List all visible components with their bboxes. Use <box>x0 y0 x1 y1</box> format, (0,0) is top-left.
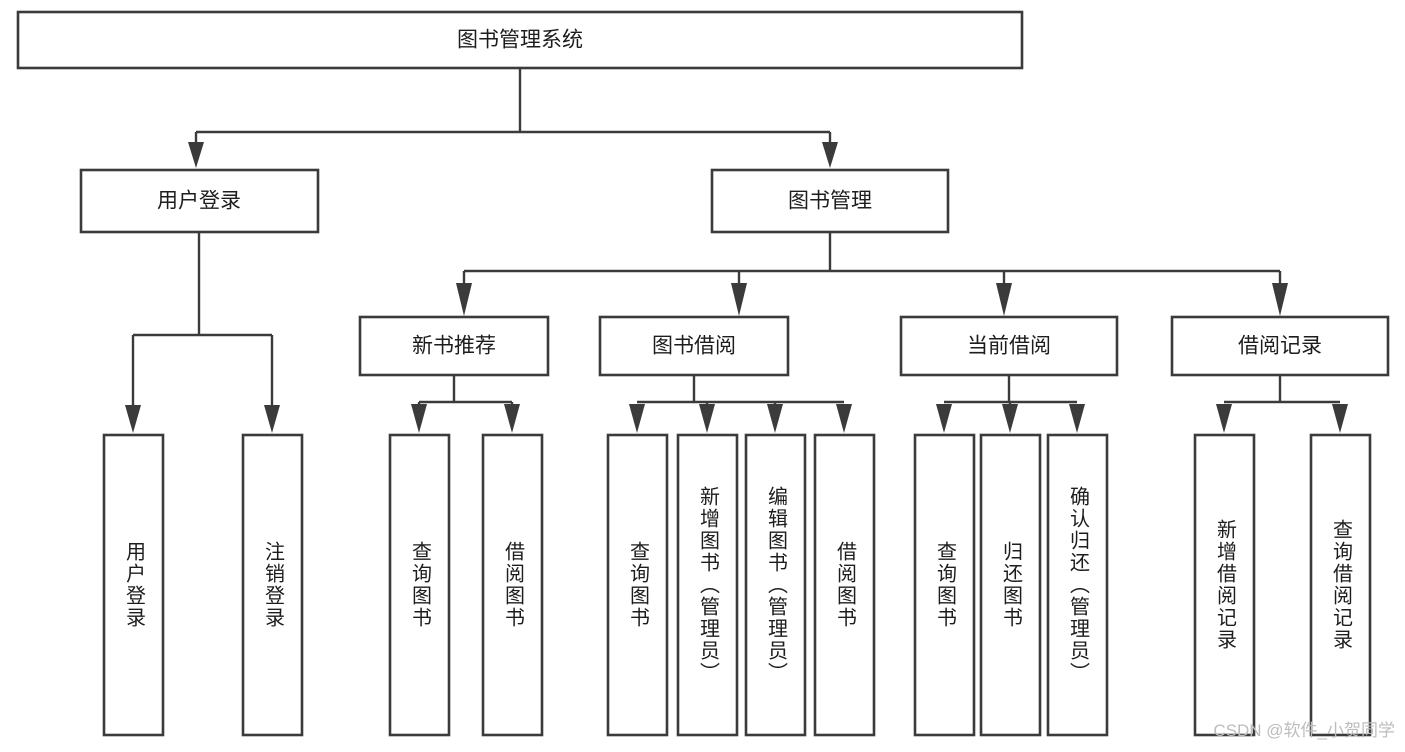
arrow-head-leaf-confirm-return <box>1069 404 1085 433</box>
arrow-head-book-borrow <box>731 283 747 316</box>
arrow-head-borrow-record <box>1272 283 1288 316</box>
node-new-book-recommend[interactable] <box>358 315 550 377</box>
leaf-label-query-book-2-wrap: 查询图书 <box>626 541 649 629</box>
leaf-label-user-login-wrap: 用户登录 <box>122 541 145 629</box>
arrow-head-user-login <box>188 142 204 168</box>
node-book-manage[interactable] <box>710 168 950 234</box>
csdn-watermark: CSDN @软件_小贺同学 <box>1213 721 1395 740</box>
arrow-head-leaf-add-book <box>699 404 715 433</box>
leaf-label-query-book-1: 查询图书 <box>408 541 431 629</box>
node-leaf-borrow-book-1[interactable] <box>481 433 544 737</box>
node-leaf-borrow-book-2[interactable] <box>813 433 876 737</box>
leaf-label-borrow-book-2-wrap: 借阅图书 <box>833 541 856 629</box>
node-leaf-query-book-1[interactable] <box>388 433 451 737</box>
node-leaf-return-book[interactable] <box>979 433 1042 737</box>
leaf-label-return-book: 归还图书 <box>999 541 1022 629</box>
leaf-label-confirm-return: 确认归还（管理员） <box>1066 486 1089 684</box>
leaf-label-borrow-book-2: 借阅图书 <box>833 541 856 629</box>
leaf-label-add-record: 新增借阅记录 <box>1213 519 1236 651</box>
arrow-head-leaf-query-book-3 <box>936 404 952 433</box>
leaf-label-query-record: 查询借阅记录 <box>1329 519 1352 651</box>
arrow-head-leaf-borrow-book-2 <box>836 404 852 433</box>
leaf-label-borrow-book-1: 借阅图书 <box>501 541 524 629</box>
arrow-head-book-manage <box>822 142 838 168</box>
leaf-label-user-logout: 注销登录 <box>261 541 284 629</box>
leaf-label-query-book-3-wrap: 查询图书 <box>933 541 956 629</box>
node-leaf-add-book[interactable] <box>676 433 739 737</box>
arrow-head-leaf-add-record <box>1216 404 1232 433</box>
leaf-label-query-record-wrap: 查询借阅记录 <box>1329 519 1352 651</box>
node-user-login[interactable] <box>79 168 320 234</box>
node-group: 图书管理系统 用户登录 图书管理 新书推荐 图书借阅 当前借阅 借阅记录 <box>16 10 1390 737</box>
node-new-book-recommend-label: 新书推荐 <box>412 335 496 358</box>
node-leaf-user-logout[interactable] <box>241 433 304 737</box>
node-leaf-user-login[interactable] <box>102 433 165 737</box>
arrow-head-leaf-user-login <box>125 405 141 433</box>
leaf-label-user-logout-wrap: 注销登录 <box>261 541 284 629</box>
leaf-label-query-book-1-wrap: 查询图书 <box>408 541 431 629</box>
leaf-label-add-book-wrap: 新增图书（管理员） <box>696 486 719 684</box>
node-book-borrow-label: 图书借阅 <box>652 335 736 358</box>
node-leaf-confirm-return[interactable] <box>1046 433 1109 737</box>
node-leaf-add-record[interactable] <box>1193 433 1256 737</box>
node-borrow-record-label: 借阅记录 <box>1238 335 1322 358</box>
node-root-label: 图书管理系统 <box>457 29 583 52</box>
arrow-head-leaf-return-book <box>1002 404 1018 433</box>
node-current-borrow[interactable] <box>899 315 1119 377</box>
node-current-borrow-label: 当前借阅 <box>967 335 1051 358</box>
arrow-head-new-book-recommend <box>456 283 472 316</box>
node-borrow-record[interactable] <box>1170 315 1390 377</box>
arrow-head-leaf-query-record <box>1332 404 1348 433</box>
node-leaf-edit-book[interactable] <box>744 433 807 737</box>
leaf-label-borrow-book-1-wrap: 借阅图书 <box>501 541 524 629</box>
connector-group <box>125 68 1348 433</box>
arrow-head-current-borrow <box>996 283 1012 316</box>
leaf-label-return-book-wrap: 归还图书 <box>999 541 1022 629</box>
leaf-label-edit-book-wrap: 编辑图书（管理员） <box>764 486 787 684</box>
node-root[interactable] <box>16 10 1024 70</box>
arrow-head-leaf-query-book-1 <box>411 404 427 433</box>
leaf-label-edit-book: 编辑图书（管理员） <box>764 486 787 684</box>
node-leaf-query-book-2[interactable] <box>606 433 669 737</box>
leaf-label-add-book: 新增图书（管理员） <box>696 486 719 684</box>
node-leaf-query-record[interactable] <box>1309 433 1372 737</box>
arrow-head-leaf-user-logout <box>264 405 280 433</box>
node-leaf-query-book-3[interactable] <box>913 433 976 737</box>
leaf-label-confirm-return-wrap: 确认归还（管理员） <box>1066 486 1089 684</box>
node-book-borrow[interactable] <box>598 315 790 377</box>
leaf-label-user-login: 用户登录 <box>122 541 145 629</box>
leaf-label-add-record-wrap: 新增借阅记录 <box>1213 519 1236 651</box>
node-book-manage-label: 图书管理 <box>788 190 872 213</box>
leaf-label-group: 用户登录 注销登录 查询图书 借阅图书 查询图书 <box>122 486 1352 684</box>
arrow-head-leaf-query-book-2 <box>629 404 645 433</box>
arrow-head-leaf-edit-book <box>767 404 783 433</box>
node-user-login-label: 用户登录 <box>157 190 241 213</box>
arrow-head-leaf-borrow-book-1 <box>504 404 520 433</box>
leaf-label-query-book-2: 查询图书 <box>626 541 649 629</box>
leaf-label-query-book-3: 查询图书 <box>933 541 956 629</box>
